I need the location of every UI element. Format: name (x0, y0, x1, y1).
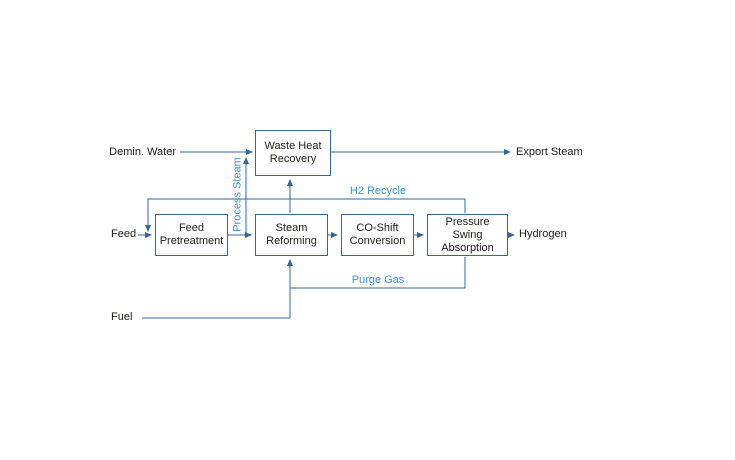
fuel-label: Fuel (111, 311, 133, 323)
demin-water-label: Demin. Water (109, 146, 176, 158)
box-co-shift-conversion: CO-Shift Conversion (341, 214, 414, 256)
box-feed-pretreatment: Feed Pretreatment (155, 214, 228, 256)
box-pressure-swing-absorption-label: Pressure Swing Absorption (441, 215, 494, 254)
feed-label: Feed (111, 228, 137, 240)
purge-gas-label: Purge Gas (351, 274, 405, 286)
purge-gas-line (290, 257, 466, 289)
box-steam-reforming: Steam Reforming (255, 214, 328, 256)
box-pressure-swing-absorption: Pressure Swing Absorption (427, 214, 508, 256)
box-waste-heat-recovery-label: Waste Heat Recovery (264, 140, 322, 165)
export-steam-label: Export Steam (516, 146, 583, 158)
hydrogen-label: Hydrogen (519, 228, 567, 240)
box-feed-pretreatment-label: Feed Pretreatment (159, 222, 224, 247)
box-steam-reforming-label: Steam Reforming (266, 222, 317, 247)
h2-recycle-label: H2 Recycle (349, 185, 407, 197)
process-steam-label: Process Steam (231, 157, 244, 232)
box-waste-heat-recovery: Waste Heat Recovery (255, 130, 331, 176)
box-co-shift-conversion-label: CO-Shift Conversion (349, 222, 406, 247)
h2-recycle-arrow (145, 198, 466, 232)
